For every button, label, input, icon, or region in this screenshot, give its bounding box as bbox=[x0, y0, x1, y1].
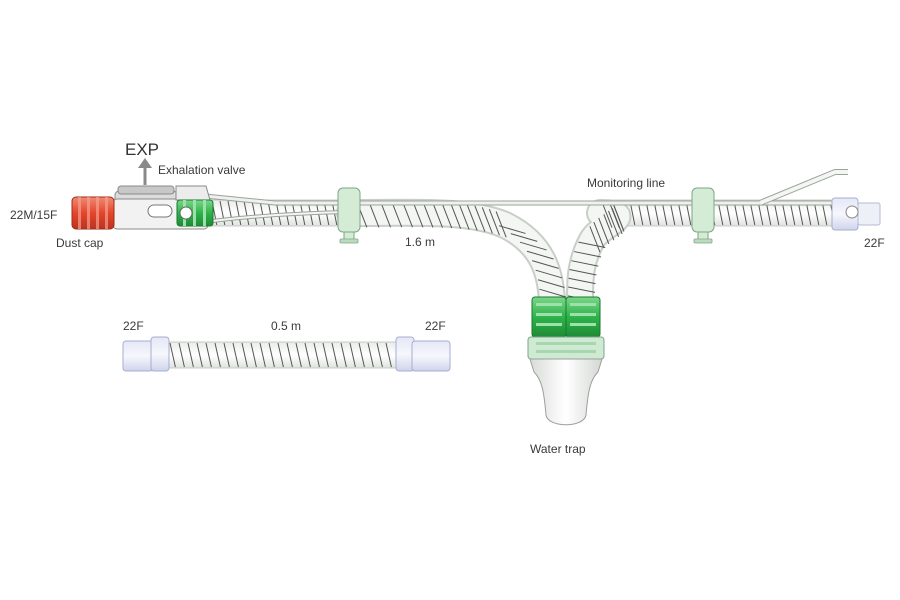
tube-coil bbox=[569, 269, 597, 276]
short-tube bbox=[164, 341, 401, 369]
water-trap-label: Water trap bbox=[530, 442, 586, 456]
tube-coil bbox=[196, 342, 203, 368]
tube-coil bbox=[178, 342, 185, 368]
tube-coil bbox=[368, 201, 380, 228]
tube-coil bbox=[589, 226, 601, 253]
main-tube-length-label: 1.6 m bbox=[405, 235, 435, 249]
tube-coil bbox=[481, 207, 493, 234]
tube-coil bbox=[495, 211, 507, 238]
tube-coil bbox=[385, 342, 392, 368]
dust-cap bbox=[71, 196, 115, 230]
short-tube-right-connector bbox=[395, 336, 451, 372]
tube-coil bbox=[187, 342, 194, 368]
tube-coil bbox=[322, 342, 329, 368]
tube-coil bbox=[531, 260, 559, 269]
tube-coil bbox=[214, 342, 221, 368]
tube-coil bbox=[613, 205, 625, 232]
exp-arrow-icon bbox=[138, 158, 152, 185]
tube-coil bbox=[268, 342, 275, 368]
tube-coil bbox=[259, 200, 266, 226]
tube-right-limb bbox=[566, 199, 632, 314]
y-piece-green-connectors bbox=[531, 296, 601, 338]
tube-coil bbox=[488, 209, 500, 236]
exp-label: EXP bbox=[125, 140, 159, 159]
monitoring-line-label: Monitoring line bbox=[587, 176, 665, 190]
tube-coil bbox=[205, 342, 212, 368]
tube-coil bbox=[498, 225, 526, 234]
tube-coil bbox=[412, 201, 424, 228]
tube-coil bbox=[568, 286, 596, 293]
tube-coil bbox=[376, 342, 383, 368]
tube-coil bbox=[243, 200, 250, 226]
tube-clip-right bbox=[691, 187, 715, 244]
connector-22f-right bbox=[831, 197, 881, 231]
tube-coil bbox=[510, 233, 538, 242]
tube-coil bbox=[391, 201, 403, 228]
tube-coil bbox=[466, 204, 478, 231]
tube-coil bbox=[340, 342, 347, 368]
tube-coil bbox=[593, 221, 605, 249]
tube-coil bbox=[519, 241, 547, 251]
tube-coil bbox=[286, 342, 293, 368]
tube-coil bbox=[367, 342, 374, 368]
tube-coil bbox=[574, 251, 602, 258]
tube-coil bbox=[601, 201, 613, 228]
tube-coil bbox=[474, 205, 486, 232]
tube-coil bbox=[295, 342, 302, 368]
connector-size-left-label: 22M/15F bbox=[10, 208, 57, 222]
tube-coil bbox=[431, 201, 443, 228]
tube-coil bbox=[304, 342, 311, 368]
tube-coil bbox=[232, 342, 239, 368]
tube-coil bbox=[241, 342, 248, 368]
monitoring-line bbox=[204, 169, 850, 224]
tube-left-limb bbox=[336, 198, 567, 314]
tube-coil bbox=[568, 277, 596, 285]
tube-coil bbox=[458, 203, 470, 230]
tube-coil bbox=[535, 269, 563, 279]
tube-coil bbox=[313, 342, 320, 368]
water-trap bbox=[527, 336, 605, 426]
tube-coil bbox=[169, 342, 176, 368]
tube-coil bbox=[441, 201, 453, 229]
tube-coil bbox=[422, 201, 434, 228]
tube-coil bbox=[349, 342, 356, 368]
tube-coil bbox=[571, 260, 599, 267]
tube-coil bbox=[251, 200, 258, 226]
connector-right-label: 22F bbox=[864, 236, 885, 250]
short-tube-right-end-label: 22F bbox=[425, 319, 446, 333]
tube-coil bbox=[608, 210, 620, 238]
tube-coil bbox=[598, 217, 610, 245]
tube-coil bbox=[603, 214, 615, 241]
short-tube-left-end-label: 22F bbox=[123, 319, 144, 333]
tube-coil bbox=[259, 342, 266, 368]
tube-coil bbox=[358, 342, 365, 368]
tube-coil bbox=[379, 201, 392, 228]
tube-clip-left bbox=[337, 187, 361, 244]
tube-coil bbox=[331, 342, 338, 368]
tube-coil bbox=[227, 200, 234, 226]
tube-coil bbox=[277, 342, 284, 368]
tube-coil bbox=[223, 342, 230, 368]
tube-coil bbox=[611, 207, 623, 235]
tube-coil bbox=[578, 241, 606, 248]
short-tube-length-label: 0.5 m bbox=[271, 319, 301, 333]
short-tube-left-connector bbox=[122, 336, 170, 372]
tube-coil bbox=[401, 201, 413, 228]
green-connector bbox=[176, 199, 214, 227]
tube-coil bbox=[267, 200, 274, 226]
exhalation-valve-label: Exhalation valve bbox=[158, 163, 246, 177]
dust-cap-label: Dust cap bbox=[56, 236, 104, 250]
tube-coil bbox=[526, 250, 554, 260]
tube-coil bbox=[235, 200, 242, 226]
tube-coil bbox=[539, 288, 567, 298]
tube-coil bbox=[450, 202, 462, 229]
tube-coil bbox=[537, 279, 565, 289]
tube-coil bbox=[250, 342, 257, 368]
